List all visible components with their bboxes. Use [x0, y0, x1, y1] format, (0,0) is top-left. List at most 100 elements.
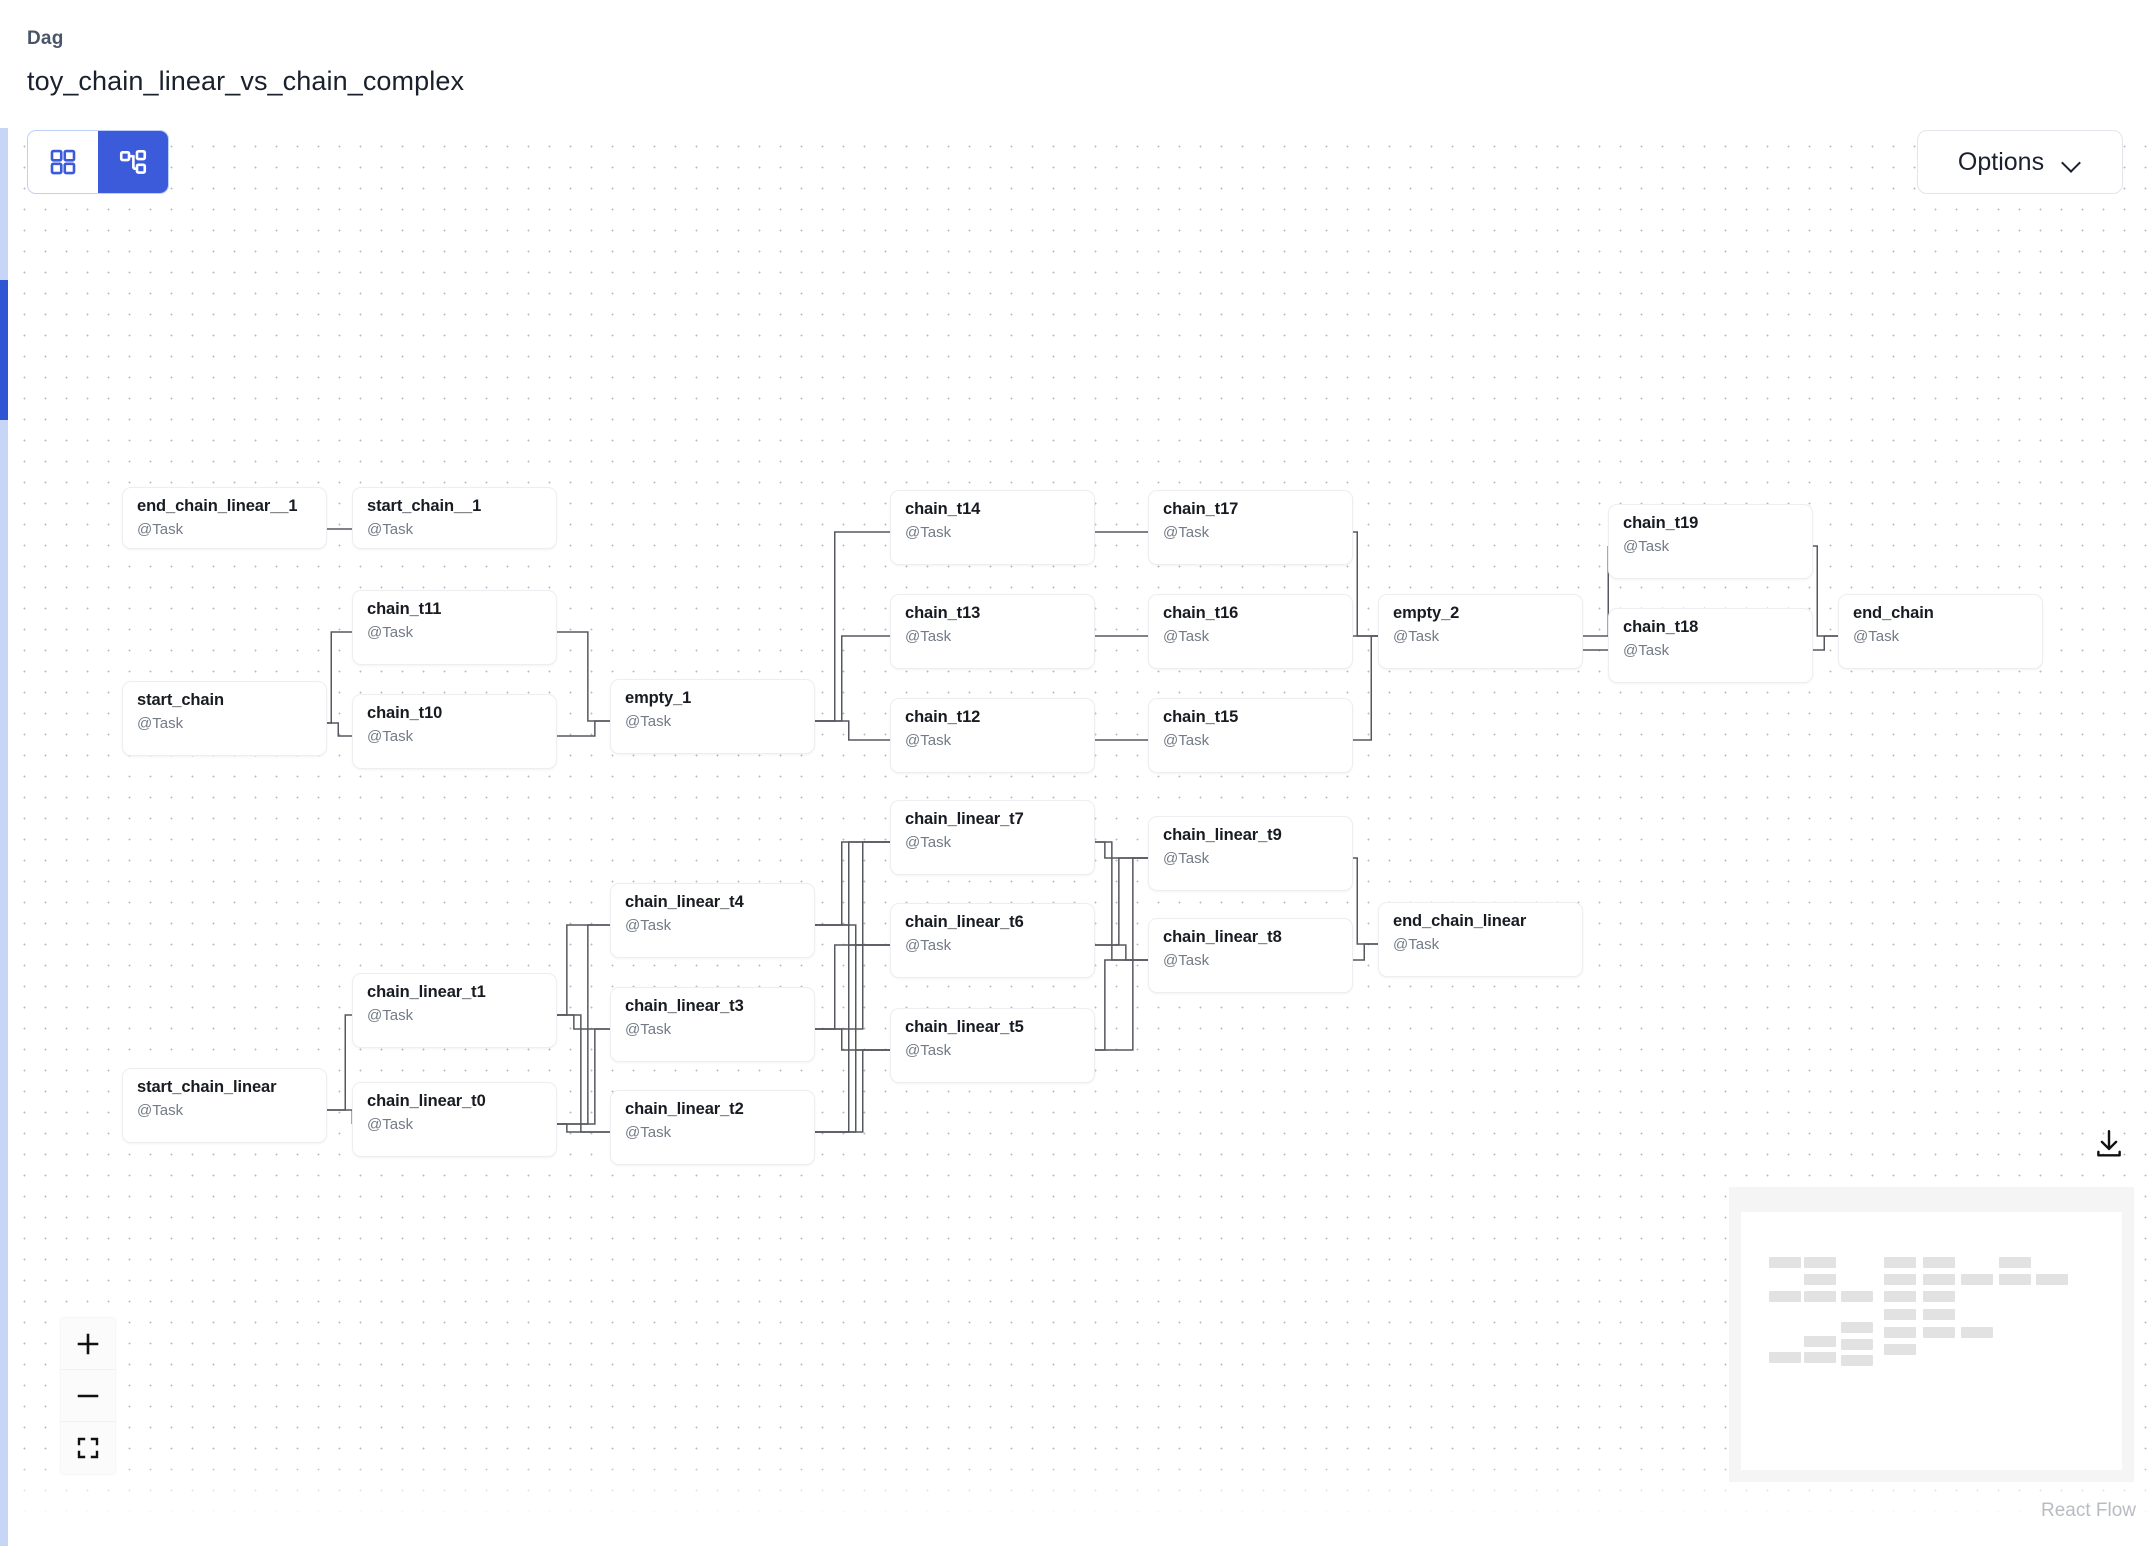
- minimap-node: [1841, 1322, 1873, 1333]
- graph-node-type: @Task: [367, 624, 414, 641]
- page-scrollbar-thumb[interactable]: [0, 280, 8, 420]
- minimap-node: [1961, 1327, 1993, 1338]
- graph-node[interactable]: chain_t10@Task: [352, 694, 557, 769]
- plus-icon: [77, 1333, 99, 1354]
- graph-edge: [1583, 545, 1609, 637]
- graph-edge: [1095, 841, 1148, 961]
- graph-node-type: @Task: [367, 1007, 414, 1024]
- graph-node[interactable]: chain_t15@Task: [1148, 698, 1353, 773]
- graph-edge: [557, 720, 610, 737]
- graph-edge: [815, 531, 890, 722]
- graph-node[interactable]: chain_linear_t1@Task: [352, 973, 557, 1048]
- minimap-node: [1923, 1309, 1955, 1320]
- graph-node[interactable]: end_chain@Task: [1838, 594, 2043, 669]
- minimap-node: [1804, 1352, 1836, 1363]
- grid-view-button[interactable]: [28, 131, 98, 193]
- graph-edge: [1353, 635, 1378, 741]
- graph-node[interactable]: chain_linear_t6@Task: [890, 903, 1095, 978]
- breadcrumb-dag-label: Dag: [27, 28, 64, 49]
- graph-node-label: chain_t14: [905, 500, 981, 518]
- graph-node[interactable]: chain_linear_t7 @Task: [890, 800, 1095, 875]
- graph-node-type: @Task: [1393, 628, 1440, 645]
- graph-node[interactable]: chain_t16@Task: [1148, 594, 1353, 669]
- graph-node[interactable]: chain_linear_t0@Task: [352, 1082, 557, 1157]
- graph-edge: [327, 631, 352, 724]
- minimap-node: [1884, 1327, 1916, 1338]
- graph-node[interactable]: end_chain_linear__1 @Task: [122, 487, 327, 549]
- graph-node-type: @Task: [905, 732, 952, 749]
- graph-node-type: @Task: [137, 715, 184, 732]
- graph-node-label: end_chain_linear__1: [137, 497, 298, 515]
- graph-edge: [1095, 841, 1148, 859]
- minimap-node: [1804, 1291, 1836, 1302]
- graph-edge: [815, 841, 890, 926]
- graph-node[interactable]: chain_t18@Task: [1608, 608, 1813, 683]
- fit-view-icon: [77, 1437, 99, 1459]
- graph-node[interactable]: start_chain@Task: [122, 681, 327, 756]
- graph-edge: [1095, 857, 1148, 1051]
- download-button[interactable]: [2092, 1127, 2126, 1161]
- graph-edge: [1813, 545, 1838, 637]
- minimap-node: [1884, 1291, 1916, 1302]
- options-button[interactable]: Options: [1917, 130, 2123, 194]
- graph-node[interactable]: empty_2 @Task: [1378, 594, 1583, 669]
- graph-node[interactable]: empty_1@Task: [610, 679, 815, 754]
- graph-node[interactable]: start_chain_linear@Task: [122, 1068, 327, 1143]
- graph-node-type: @Task: [1163, 952, 1210, 969]
- minimap-node: [1884, 1309, 1916, 1320]
- graph-node-label: chain_linear_t7: [905, 810, 1024, 828]
- graph-node-type: @Task: [1163, 628, 1210, 645]
- minimap-node: [1804, 1274, 1836, 1285]
- graph-node-type: @Task: [905, 834, 952, 851]
- graph-node-type: @Task: [905, 1042, 952, 1059]
- graph-view-button[interactable]: [98, 131, 168, 193]
- graph-node[interactable]: chain_linear_t9@Task: [1148, 816, 1353, 891]
- graph-node-type: @Task: [137, 521, 184, 538]
- minimap-viewport[interactable]: [1741, 1212, 2122, 1470]
- graph-node[interactable]: chain_t13@Task: [890, 594, 1095, 669]
- graph-node[interactable]: chain_linear_t3@Task: [610, 987, 815, 1062]
- graph-node[interactable]: chain_t17@Task: [1148, 490, 1353, 565]
- graph-edge: [1095, 944, 1148, 961]
- graph-edge: [557, 924, 610, 1125]
- graph-node[interactable]: end_chain_linear@Task: [1378, 902, 1583, 977]
- graph-node[interactable]: chain_linear_t4@Task: [610, 883, 815, 958]
- minimap-node: [1804, 1257, 1836, 1268]
- graph-edge: [327, 1109, 353, 1125]
- graph-node[interactable]: chain_linear_t2@Task: [610, 1090, 815, 1165]
- graph-node[interactable]: chain_t19@Task: [1608, 504, 1813, 579]
- graph-node-type: @Task: [367, 521, 414, 538]
- page-scrollbar-track[interactable]: [0, 128, 8, 1546]
- page-header: Dag toy_chain_linear_vs_chain_complex: [0, 0, 2148, 128]
- graph-node-label: end_chain: [1853, 604, 1934, 622]
- graph-node-label: chain_t18: [1623, 618, 1699, 636]
- graph-node[interactable]: chain_t12@Task: [890, 698, 1095, 773]
- graph-edge: [557, 1028, 610, 1125]
- graph-edge: [327, 722, 352, 737]
- graph-edge: [815, 1049, 890, 1133]
- graph-node-type: @Task: [1163, 732, 1210, 749]
- minimap-node: [2036, 1274, 2068, 1285]
- graph-node[interactable]: chain_t11@Task: [352, 590, 557, 665]
- graph-node-label: empty_2: [1393, 604, 1460, 622]
- graph-node[interactable]: chain_linear_t8@Task: [1148, 918, 1353, 993]
- graph-node-type: @Task: [1393, 936, 1440, 953]
- graph-node[interactable]: start_chain__1@Task: [352, 487, 557, 549]
- fit-view-button[interactable]: [61, 1422, 115, 1474]
- minimap-node: [1999, 1257, 2031, 1268]
- graph-edge: [815, 944, 890, 1133]
- graph-node-label: empty_1: [625, 689, 692, 707]
- zoom-in-button[interactable]: [61, 1318, 115, 1370]
- minimap[interactable]: [1729, 1187, 2134, 1482]
- graph-edge: [557, 1014, 610, 1030]
- graph-edge: [1353, 531, 1378, 637]
- graph-node[interactable]: chain_linear_t5@Task: [890, 1008, 1095, 1083]
- zoom-out-button[interactable]: [61, 1370, 115, 1422]
- minimap-node: [1923, 1274, 1955, 1285]
- graph-node-label: chain_t17: [1163, 500, 1239, 518]
- graph-node-type: @Task: [625, 1124, 672, 1141]
- minimap-node: [1841, 1355, 1873, 1366]
- graph-node[interactable]: chain_t14@Task: [890, 490, 1095, 565]
